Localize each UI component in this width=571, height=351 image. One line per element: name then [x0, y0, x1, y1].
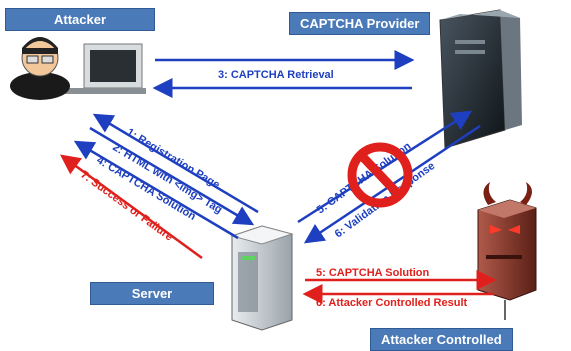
- attacker-controlled-server-icon: [477, 182, 537, 301]
- attacker-controlled-label: Attacker Controlled: [370, 328, 513, 351]
- attacker-icon: [10, 37, 146, 100]
- label-step3: 3: CAPTCHA Retrieval: [218, 69, 334, 81]
- captcha-provider-label: CAPTCHA Provider: [289, 12, 431, 35]
- arrow-step7: [59, 154, 203, 260]
- captcha-provider-server-icon: [439, 9, 522, 149]
- server-label: Server: [90, 282, 214, 305]
- arrow-step5-provider: [297, 110, 473, 224]
- blocked-icon: [347, 142, 413, 208]
- label-step6-attacker: 6: Attacker Controlled Result: [316, 297, 468, 309]
- arrow-step2: [89, 126, 255, 226]
- label-step5-attacker: 5: CAPTCHA Solution: [316, 267, 430, 279]
- arrow-step1: [92, 113, 259, 214]
- arrow-step4: [73, 140, 239, 240]
- server-icon: [230, 225, 294, 331]
- attacker-label: Attacker: [5, 8, 155, 31]
